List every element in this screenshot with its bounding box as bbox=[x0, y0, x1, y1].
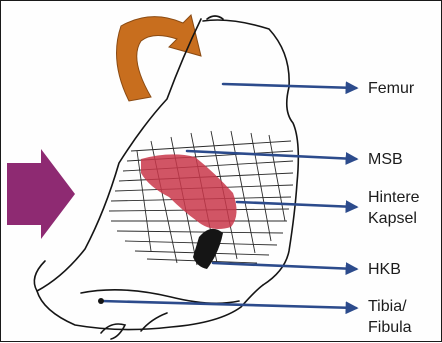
push-arrow-icon bbox=[7, 149, 75, 239]
label-femur: Femur bbox=[368, 78, 414, 99]
label-hintere-line1: Hintere bbox=[368, 187, 420, 208]
label-tibia-line2: Fibula bbox=[368, 317, 412, 338]
msb-ligament bbox=[141, 154, 237, 229]
tibia-pointer-dot bbox=[98, 298, 104, 304]
label-tibia-fibula: Tibia/ Fibula bbox=[368, 296, 412, 338]
label-hkb-text: HKB bbox=[368, 259, 401, 280]
rotation-arrow-icon bbox=[117, 15, 202, 101]
hintere-kapsel-pointer bbox=[237, 202, 356, 207]
label-msb-text: MSB bbox=[368, 149, 403, 170]
label-hintere-kapsel: Hintere Kapsel bbox=[368, 187, 420, 229]
label-tibia-line1: Tibia/ bbox=[368, 296, 412, 317]
label-hkb: HKB bbox=[368, 259, 401, 280]
label-femur-text: Femur bbox=[368, 78, 414, 99]
label-msb: MSB bbox=[368, 149, 403, 170]
label-hintere-line2: Kapsel bbox=[368, 208, 420, 229]
